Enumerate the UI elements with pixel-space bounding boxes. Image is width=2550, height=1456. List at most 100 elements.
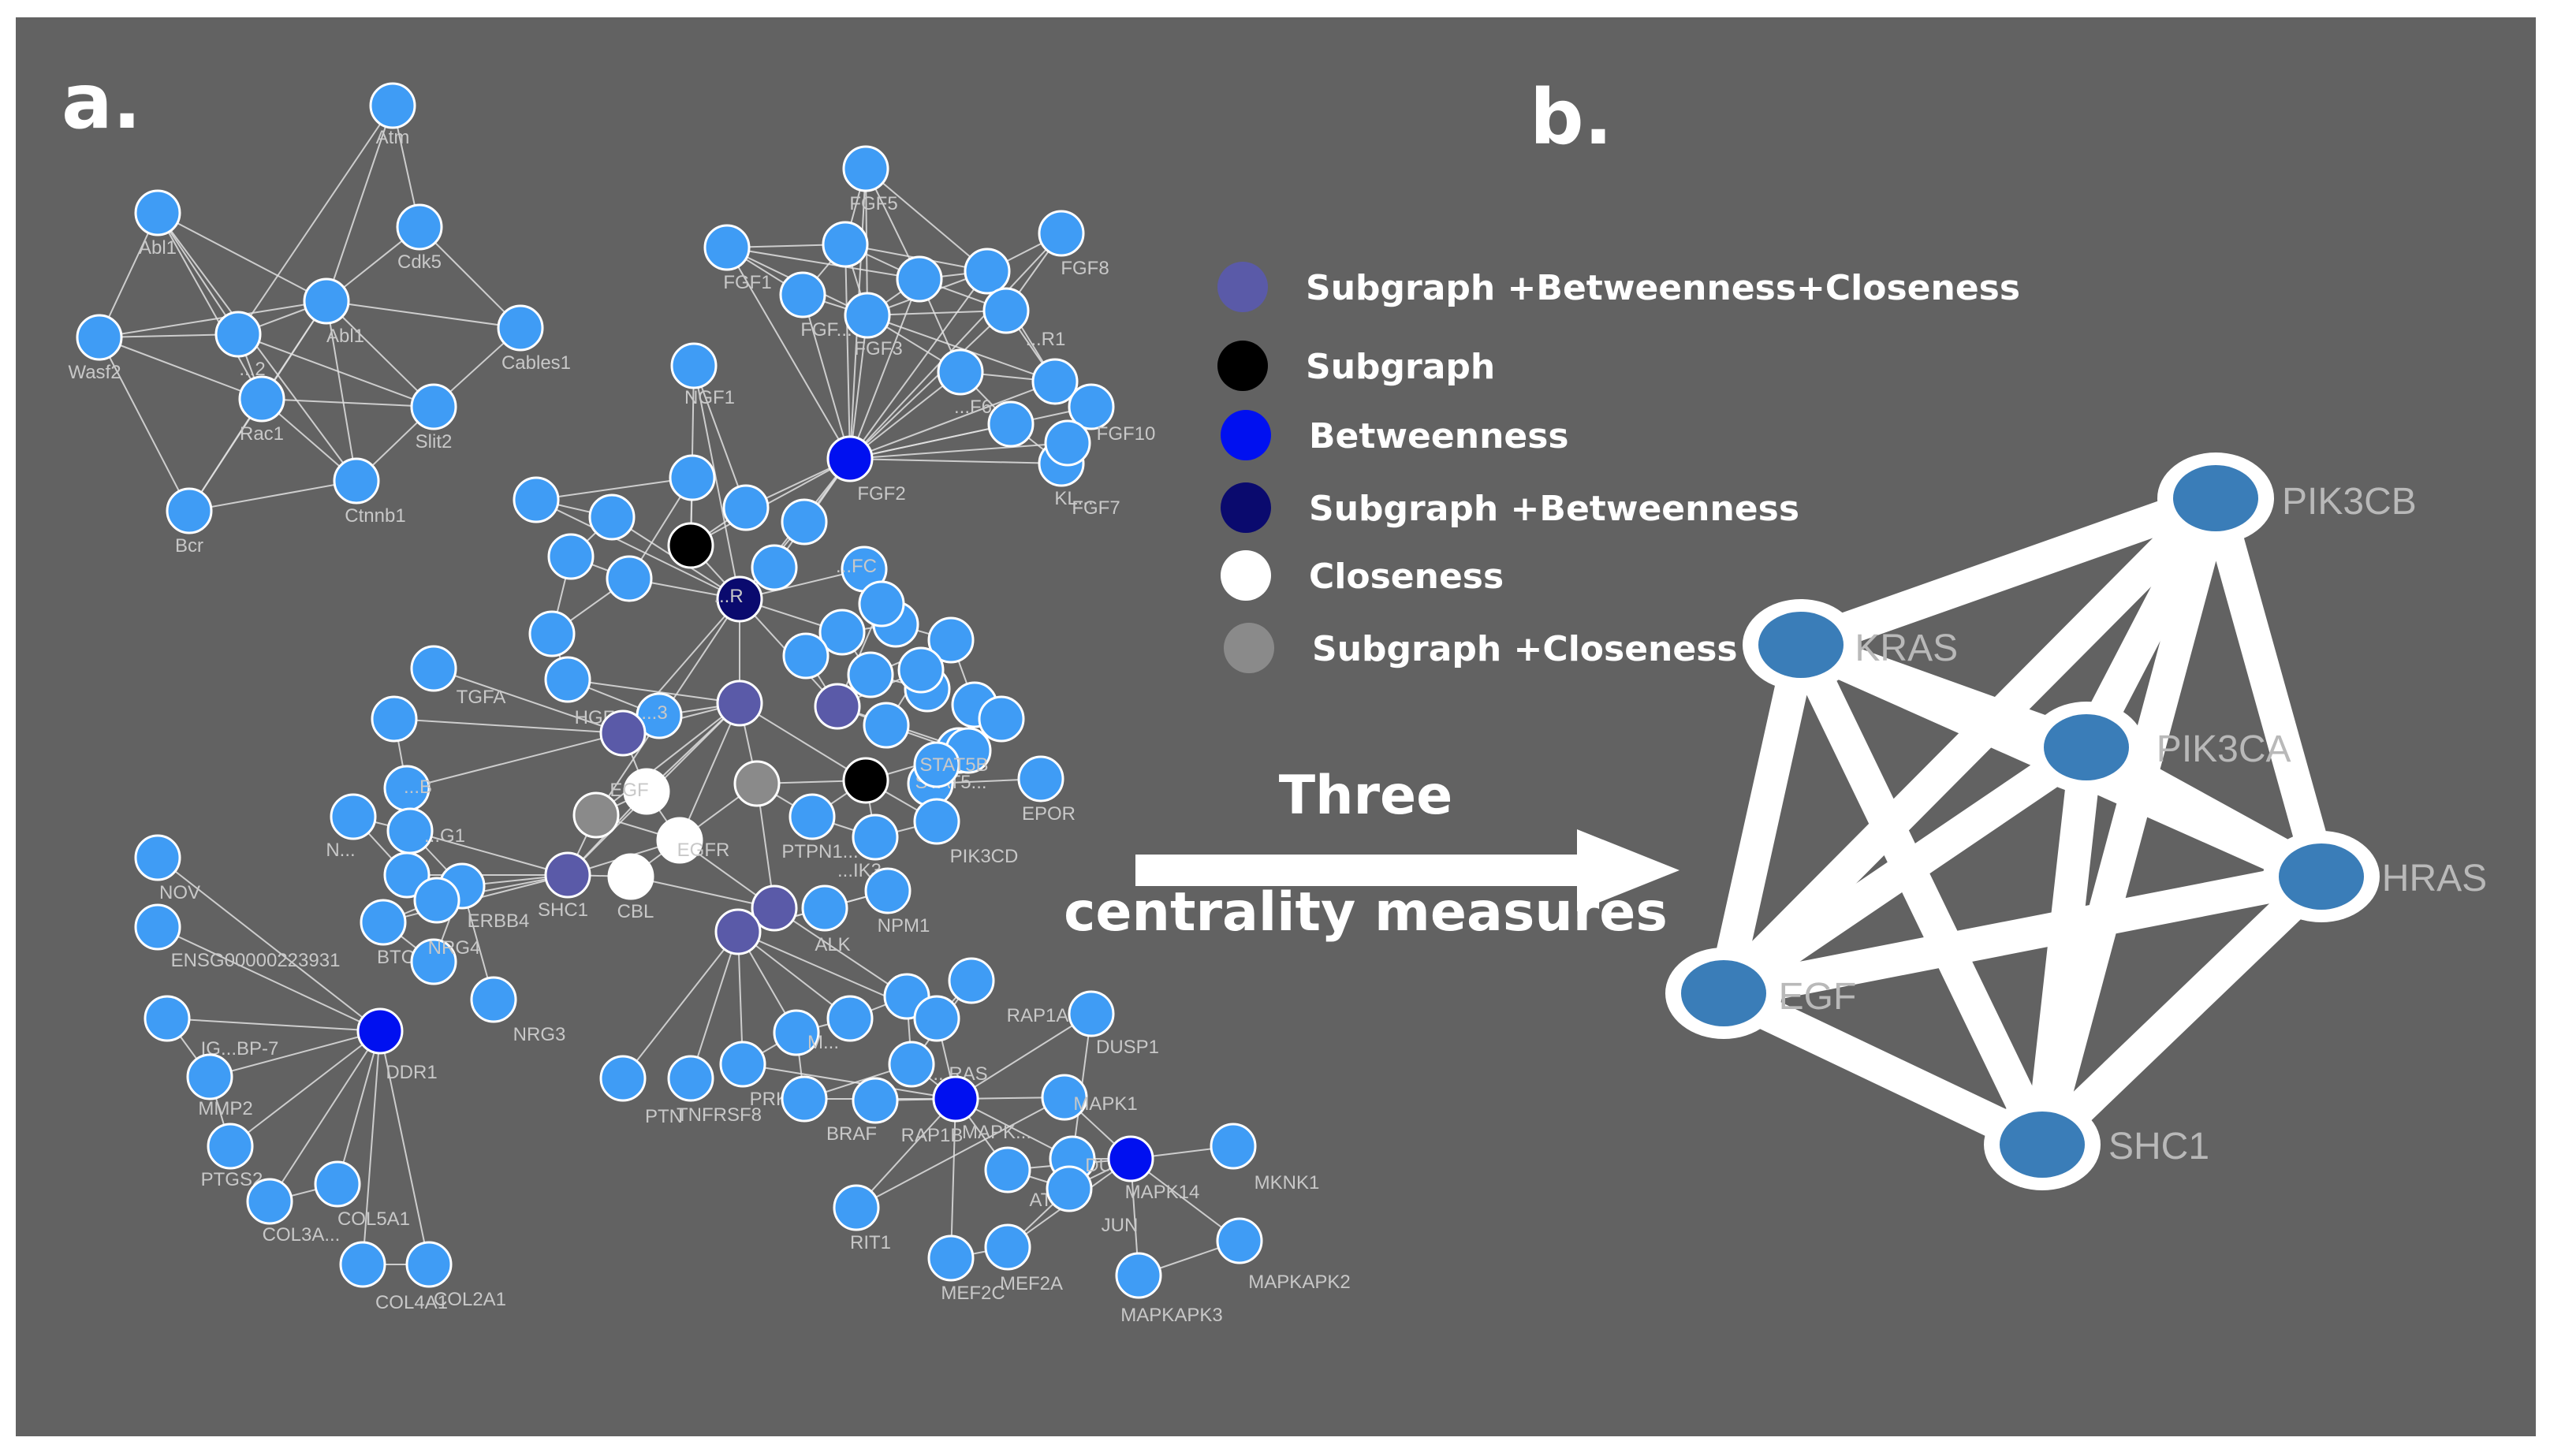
subnode-kras[interactable]: KRAS	[1743, 599, 1958, 691]
node-circle[interactable]	[607, 853, 654, 900]
node-sbc5[interactable]	[714, 908, 762, 955]
node-nov[interactable]: NOV	[134, 834, 200, 903]
node-fgf-b[interactable]	[896, 255, 943, 303]
node-circle[interactable]	[948, 957, 995, 1004]
node-circle[interactable]	[1017, 755, 1064, 802]
node-bcr[interactable]: Bcr	[166, 487, 213, 557]
node-dusp1[interactable]: DUSP1	[1068, 990, 1159, 1058]
node-mapkapk2[interactable]: MAPKAPK2	[1216, 1217, 1351, 1293]
node-circle[interactable]	[913, 798, 960, 845]
node-t2[interactable]	[383, 851, 431, 899]
node-nrga[interactable]: N...	[326, 793, 377, 861]
node-circle[interactable]	[339, 1241, 386, 1288]
node-atm[interactable]: Atm	[369, 82, 416, 148]
node-npm1[interactable]: NPM1	[864, 867, 930, 937]
node-n1[interactable]	[513, 476, 560, 523]
node-n18[interactable]	[863, 702, 910, 749]
node-circle[interactable]	[333, 457, 380, 505]
node-circle[interactable]	[470, 976, 517, 1023]
node-fgf3[interactable]: FGF3	[844, 292, 903, 359]
node-rap1a[interactable]: RAP1A	[948, 957, 1068, 1026]
node-circle[interactable]	[413, 877, 460, 924]
node-circle[interactable]	[1038, 210, 1085, 257]
node-mapkapk3[interactable]: MAPKAPK3	[1115, 1252, 1223, 1326]
node-fgfrn[interactable]: ...R1	[982, 287, 1065, 350]
node-kras[interactable]: ...RAS	[888, 1041, 988, 1088]
node-ptpn11[interactable]: PTPN1...	[781, 793, 859, 862]
node-ddr1[interactable]: DDR1	[356, 1007, 438, 1083]
node-circle[interactable]	[410, 645, 457, 692]
node-circle[interactable]	[656, 817, 703, 864]
node-circle[interactable]	[1068, 990, 1115, 1037]
node-cables1[interactable]: Cables1	[497, 304, 571, 374]
node-n16[interactable]: ...3	[636, 692, 683, 739]
node-circle[interactable]	[214, 311, 262, 358]
node-circle[interactable]	[623, 768, 670, 815]
node-rac1[interactable]: Rac1	[238, 375, 285, 445]
node-circle[interactable]	[360, 899, 407, 946]
node-mknk1[interactable]: MKNK1	[1210, 1123, 1319, 1193]
node-fgf8[interactable]: FGF8	[1038, 210, 1109, 279]
node-w1[interactable]: EGF	[610, 768, 670, 815]
node-circle[interactable]	[186, 1053, 233, 1100]
node-circle[interactable]	[410, 383, 457, 430]
node-circle[interactable]	[1046, 1165, 1093, 1212]
node-circle[interactable]	[207, 1123, 254, 1170]
node-ctnnb1[interactable]: Ctnnb1	[333, 457, 406, 527]
node-circle[interactable]	[932, 1075, 979, 1123]
subnode-circle[interactable]	[1758, 612, 1844, 678]
node-circle[interactable]	[716, 680, 763, 727]
node-circle[interactable]	[599, 1055, 647, 1102]
node-circle[interactable]	[144, 995, 191, 1042]
node-circle[interactable]	[987, 400, 1035, 448]
subnode-egf[interactable]: EGF	[1665, 948, 1856, 1039]
node-pik3cd[interactable]: PIK3CD	[913, 798, 1018, 867]
node-circle[interactable]	[913, 741, 960, 788]
node-circle[interactable]	[801, 884, 848, 932]
node-n7[interactable]	[722, 484, 770, 531]
node-circle[interactable]	[134, 834, 181, 881]
node-sbc3[interactable]	[599, 709, 647, 757]
node-circle[interactable]	[1068, 383, 1115, 430]
node-n22[interactable]	[782, 632, 829, 680]
node-circle[interactable]	[826, 995, 874, 1042]
node-circle[interactable]	[588, 493, 636, 541]
node-fgf2[interactable]: FGF2	[826, 435, 906, 505]
node-circle[interactable]	[927, 616, 975, 664]
node-n5[interactable]	[606, 555, 653, 602]
node-circle[interactable]	[719, 1041, 766, 1088]
node-tgfa[interactable]: TGFA	[410, 645, 505, 708]
node-circle[interactable]	[863, 702, 910, 749]
node-col3a1[interactable]: COL3A...	[246, 1178, 340, 1246]
node-m1[interactable]: M...	[773, 1009, 839, 1056]
node-n17[interactable]	[897, 646, 945, 694]
node-n4[interactable]	[547, 533, 595, 580]
node-circle[interactable]	[714, 908, 762, 955]
node-circle[interactable]	[864, 867, 912, 914]
node-fgf6[interactable]: ...F6	[937, 348, 992, 418]
node-circle[interactable]	[927, 1234, 975, 1282]
node-circle[interactable]	[528, 610, 576, 657]
node-t3[interactable]	[413, 877, 460, 924]
node-circle[interactable]	[667, 1055, 714, 1102]
node-sbc2[interactable]	[814, 683, 861, 730]
node-circle[interactable]	[788, 793, 836, 840]
node-n21[interactable]	[858, 580, 905, 627]
node-hgf[interactable]: HGF	[544, 656, 614, 728]
node-epor[interactable]: EPOR	[1017, 755, 1076, 825]
node-fgfc[interactable]: ...FC	[836, 546, 888, 593]
node-circle[interactable]	[670, 342, 718, 389]
subnode-pik3ca[interactable]: PIK3CA	[2028, 702, 2291, 793]
node-circle[interactable]	[246, 1178, 293, 1225]
node-circle[interactable]	[544, 851, 591, 899]
subnode-hras[interactable]: HRAS	[2263, 831, 2487, 922]
node-w2[interactable]: EGFR	[656, 817, 729, 864]
node-n23[interactable]	[978, 695, 1025, 743]
node-circle[interactable]	[76, 314, 123, 361]
node-circle[interactable]	[572, 791, 620, 839]
node-circle[interactable]	[166, 487, 213, 534]
subnode-pik3cb[interactable]: PIK3CB	[2157, 452, 2417, 544]
node-fgf7[interactable]: FGF7	[1044, 419, 1120, 519]
node-mapk1[interactable]: MAPK1	[1041, 1074, 1138, 1121]
node-circle[interactable]	[913, 995, 960, 1042]
